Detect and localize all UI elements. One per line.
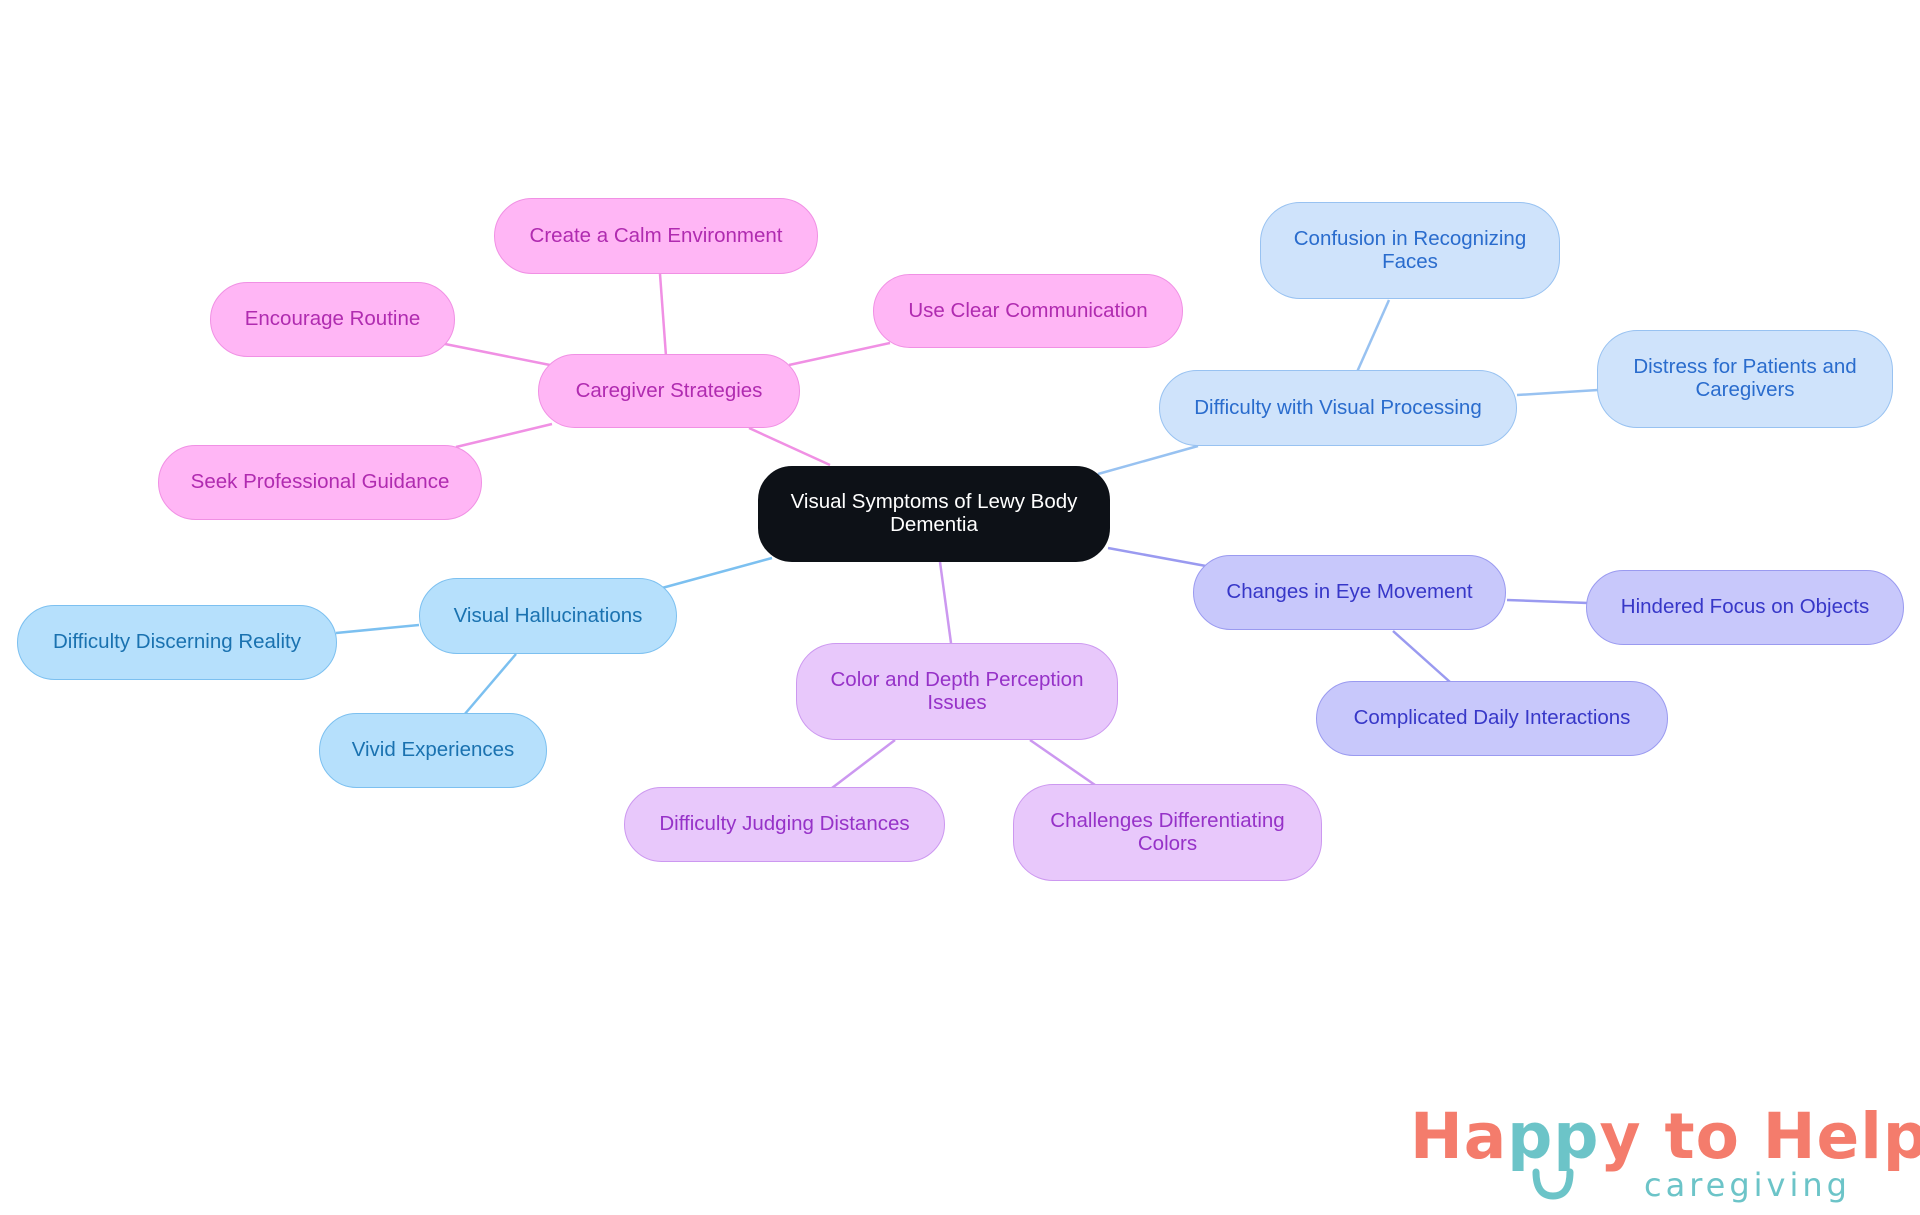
branch-changes-eye-movement: Changes in Eye Movement: [1193, 555, 1506, 630]
edge-caregiver-communication: [788, 341, 891, 367]
edge-root-hallucinations: [661, 556, 773, 590]
root-label: Visual Symptoms of Lewy Body Dementia: [790, 490, 1078, 536]
logo-wordmark: Happy to Help: [1410, 1100, 1920, 1173]
logo-text-2: pp: [1507, 1100, 1600, 1173]
leaf-vivid-experiences: Vivid Experiences: [319, 713, 547, 788]
branch-difficulty-visual-processing: Difficulty with Visual Processing: [1159, 370, 1517, 446]
leaf-label: Hindered Focus on Objects: [1620, 595, 1870, 619]
logo-text-1: Ha: [1410, 1100, 1508, 1173]
leaf-label: Confusion in Recognizing Faces: [1293, 226, 1527, 273]
leaf-label: Use Clear Communication: [908, 298, 1148, 322]
edge-caregiver-routine: [444, 342, 551, 367]
edge-root-visual-processing: [1097, 444, 1199, 476]
leaf-use-clear-communication: Use Clear Communication: [873, 274, 1183, 348]
leaf-seek-professional-guidance: Seek Professional Guidance: [158, 445, 482, 520]
smile-icon: [1532, 1168, 1574, 1200]
logo-tagline: caregiving: [1644, 1166, 1851, 1204]
leaf-hindered-focus-objects: Hindered Focus on Objects: [1586, 570, 1904, 645]
leaf-label: Difficulty Discerning Reality: [53, 630, 301, 654]
edge-root-color-depth: [938, 561, 953, 644]
edge-eye-focus: [1506, 598, 1589, 605]
leaf-label: Create a Calm Environment: [529, 223, 783, 247]
logo-text-3: y to Help: [1599, 1100, 1920, 1173]
branch-visual-hallucinations: Visual Hallucinations: [419, 578, 677, 654]
leaf-difficulty-discerning-reality: Difficulty Discerning Reality: [17, 605, 337, 680]
edge-hallucinations-reality: [335, 623, 420, 635]
leaf-label: Encourage Routine: [244, 307, 421, 331]
leaf-distress-patients-caregivers: Distress for Patients and Caregivers: [1597, 330, 1893, 428]
edge-caregiver-calm: [658, 273, 668, 357]
branch-label: Color and Depth Perception Issues: [830, 667, 1084, 714]
branch-color-depth-perception: Color and Depth Perception Issues: [796, 643, 1118, 740]
edge-hallucinations-vivid: [463, 653, 517, 716]
leaf-complicated-daily-interactions: Complicated Daily Interactions: [1316, 681, 1668, 756]
edge-caregiver-guidance: [455, 422, 553, 449]
leaf-label: Complicated Daily Interactions: [1353, 706, 1631, 730]
branch-label: Caregiver Strategies: [575, 378, 763, 402]
leaf-confusion-recognizing-faces: Confusion in Recognizing Faces: [1260, 202, 1560, 299]
leaf-label: Challenges Differentiating Colors: [1050, 808, 1285, 855]
leaf-label: Seek Professional Guidance: [190, 470, 450, 494]
branch-label: Difficulty with Visual Processing: [1194, 395, 1482, 419]
edge-depth-colors: [1029, 738, 1096, 787]
leaf-label: Vivid Experiences: [351, 738, 515, 762]
leaf-create-calm-environment: Create a Calm Environment: [494, 198, 818, 274]
happy-to-help-logo: Happy to Help caregiving: [1410, 1100, 1920, 1210]
leaf-encourage-routine: Encourage Routine: [210, 282, 455, 357]
edge-processing-faces: [1355, 299, 1391, 373]
branch-caregiver-strategies: Caregiver Strategies: [538, 354, 800, 428]
root-node: Visual Symptoms of Lewy Body Dementia: [758, 466, 1110, 562]
leaf-label: Difficulty Judging Distances: [659, 812, 910, 836]
leaf-challenges-differentiating-colors: Challenges Differentiating Colors: [1013, 784, 1322, 881]
leaf-label: Distress for Patients and Caregivers: [1633, 355, 1857, 401]
branch-label: Changes in Eye Movement: [1226, 580, 1473, 604]
branch-label: Visual Hallucinations: [453, 603, 643, 627]
edge-depth-distances: [831, 739, 896, 789]
leaf-difficulty-judging-distances: Difficulty Judging Distances: [624, 787, 945, 862]
edge-processing-distress: [1516, 388, 1599, 397]
edge-eye-daily: [1392, 630, 1451, 683]
edge-root-eye-movement: [1107, 546, 1207, 568]
edge-root-caregiver: [748, 426, 831, 467]
